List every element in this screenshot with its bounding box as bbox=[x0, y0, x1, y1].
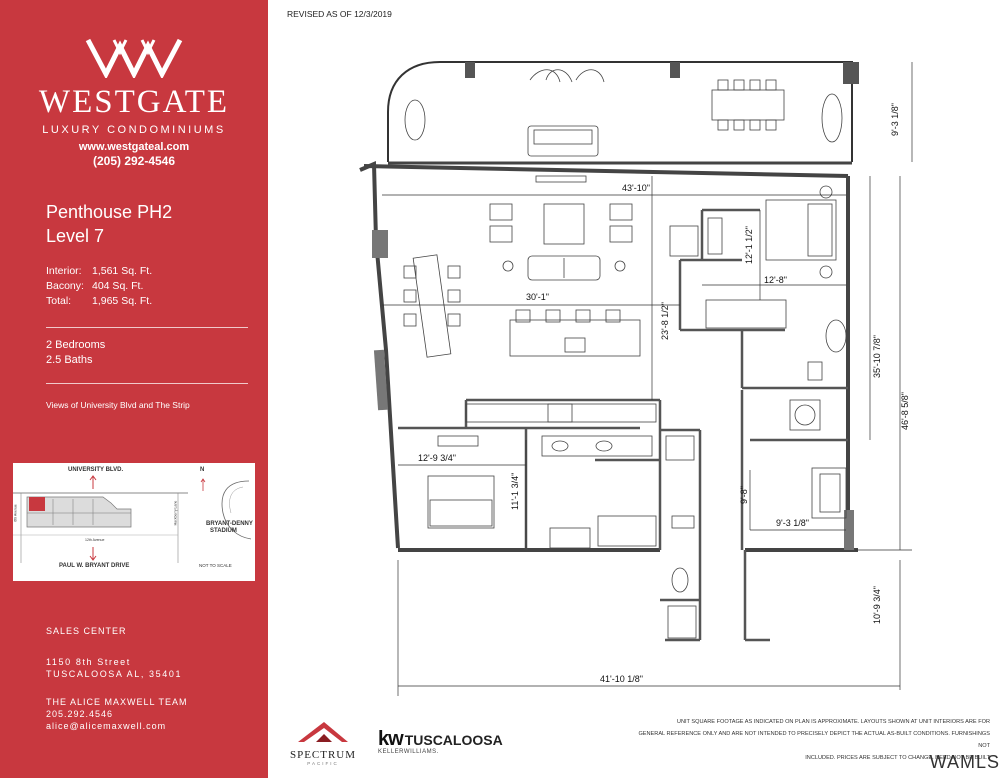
map-stadium: BRYANT-DENNY bbox=[206, 521, 253, 527]
divider bbox=[46, 327, 248, 328]
watermark: WAMLS bbox=[929, 752, 1000, 772]
dim-bed3-w: 9'-8" bbox=[739, 486, 749, 504]
spectrum-roof-icon bbox=[298, 722, 348, 742]
map-north-marker: N bbox=[200, 467, 205, 473]
sales-address: 1150 8th Street TUSCALOOSA AL, 35401 bbox=[46, 656, 182, 680]
revised-date: REVISED AS OF 12/3/2019 bbox=[287, 9, 392, 19]
bedroom2-furniture bbox=[427, 435, 697, 639]
map-stadium-sub: STADIUM bbox=[210, 528, 237, 534]
map-scale-note: NOT TO SCALE bbox=[199, 563, 232, 568]
dim-bed2-w: 12'-9 3/4" bbox=[418, 453, 456, 463]
team-email[interactable]: alice@alicemaxwell.com bbox=[46, 721, 167, 731]
disclaimer-line: GENERAL REFERENCE ONLY AND ARE NOT INTEN… bbox=[638, 731, 990, 749]
location-map-drawing bbox=[13, 475, 252, 563]
bedrooms-count: 2 Bedrooms bbox=[46, 339, 106, 351]
map-north-street: UNIVERSITY BLVD. bbox=[68, 467, 124, 473]
dim-living-width: 43'-10" bbox=[622, 183, 650, 193]
address-line: 1150 8th Street bbox=[46, 657, 131, 667]
spectrum-logo: SPECTRUM PACIFIC bbox=[288, 722, 358, 766]
disclaimer-line: UNIT SQUARE FOOTAGE AS INDICATED ON PLAN… bbox=[676, 719, 990, 725]
brand-name: WESTGATE bbox=[38, 84, 230, 120]
dim-living-depth: 23'-8 1/2" bbox=[660, 302, 670, 340]
balcony-posts bbox=[465, 62, 859, 84]
disclaimer: UNIT SQUARE FOOTAGE AS INDICATED ON PLAN… bbox=[630, 716, 990, 764]
location-map: UNIVERSITY BLVD. N BRYANT-DENNY STADIUM … bbox=[13, 463, 255, 581]
square-footage: Interior:1,561 Sq. Ft. Bacony:404 Sq. Ft… bbox=[46, 264, 152, 309]
dimension-labels: 9'-3 1/8" 43'-10" 30'-1" 23'-8 1/2" 12'-… bbox=[418, 103, 910, 684]
sales-heading: SALES CENTER bbox=[46, 626, 127, 636]
kw-logo: kw TUSCALOOSA KELLERWILLIAMS. bbox=[378, 728, 503, 755]
kw-mark: kw bbox=[378, 728, 404, 750]
master-bedroom-furniture bbox=[669, 185, 847, 519]
disclaimer-line: INCLUDED. PRICES ARE SUBJECT TO CHANGE. … bbox=[805, 755, 990, 761]
unit-title: Penthouse PH2 Level 7 bbox=[46, 200, 172, 248]
brand-subtitle: LUXURY CONDOMINIUMS bbox=[42, 124, 226, 136]
map-bottom-avenue: 12th Avenue bbox=[85, 538, 105, 542]
website-link[interactable]: www.westgateal.com bbox=[78, 141, 190, 153]
spectrum-sub: PACIFIC bbox=[307, 761, 339, 766]
spectrum-name: SPECTRUM bbox=[289, 749, 357, 761]
kw-sub: KELLERWILLIAMS. bbox=[378, 749, 439, 755]
window-panels bbox=[372, 230, 854, 550]
sqft-row: Total:1,965 Sq. Ft. bbox=[46, 295, 153, 307]
info-sidebar: WESTGATE LUXURY CONDOMINIUMS www.westgat… bbox=[0, 0, 268, 778]
sales-team: THE ALICE MAXWELL TEAM 205.292.4546 alic… bbox=[46, 696, 188, 732]
map-left-avenue: 6th Avenue bbox=[13, 504, 18, 522]
dim-right-total: 46'-8 5/8" bbox=[900, 392, 910, 430]
dim-lower-right: 10'-9 3/4" bbox=[872, 586, 882, 624]
phone-number[interactable]: (205) 292-4546 bbox=[92, 154, 176, 168]
dim-balcony-depth: 9'-3 1/8" bbox=[890, 103, 900, 136]
dimension-lines bbox=[382, 62, 913, 696]
address-line: TUSCALOOSA AL, 35401 bbox=[46, 669, 183, 679]
baths-count: 2.5 Baths bbox=[46, 354, 93, 366]
room-counts: 2 Bedrooms 2.5 Baths bbox=[46, 338, 105, 368]
map-south-street: PAUL W. BRYANT DRIVE bbox=[59, 563, 130, 569]
team-name: THE ALICE MAXWELL TEAM bbox=[46, 697, 188, 707]
views-note: Views of University Blvd and The Strip bbox=[46, 400, 190, 410]
unit-name: Penthouse PH2 bbox=[46, 202, 173, 222]
sqft-row: Interior:1,561 Sq. Ft. bbox=[46, 265, 153, 277]
balcony bbox=[387, 61, 853, 165]
dim-bed2-d: 11'-1 3/4" bbox=[510, 473, 520, 510]
exterior-walls bbox=[359, 161, 858, 552]
balcony-furniture bbox=[404, 69, 843, 183]
dim-bed3-d: 9'-3 1/8" bbox=[776, 518, 809, 528]
team-phone[interactable]: 205.292.4546 bbox=[46, 709, 114, 719]
unit-level: Level 7 bbox=[46, 226, 105, 246]
dim-bottom-total: 41'-10 1/8" bbox=[600, 674, 643, 684]
divider bbox=[46, 383, 248, 384]
floor-plan: 9'-3 1/8" 43'-10" 30'-1" 23'-8 1/2" 12'-… bbox=[359, 61, 913, 696]
sqft-row: Bacony:404 Sq. Ft. bbox=[46, 280, 144, 292]
kw-city: TUSCALOOSA bbox=[404, 732, 503, 748]
map-right-avenue: Hackberry Lane bbox=[173, 500, 178, 526]
westgate-logo-icon bbox=[85, 38, 183, 78]
dim-right-upper: 35'-10 7/8" bbox=[872, 335, 882, 378]
dim-master-d: 12'-8" bbox=[764, 275, 787, 285]
dim-master-w: 12'-1 1/2" bbox=[744, 226, 754, 264]
dim-living-inner: 30'-1" bbox=[526, 292, 549, 302]
living-furniture bbox=[403, 203, 657, 423]
